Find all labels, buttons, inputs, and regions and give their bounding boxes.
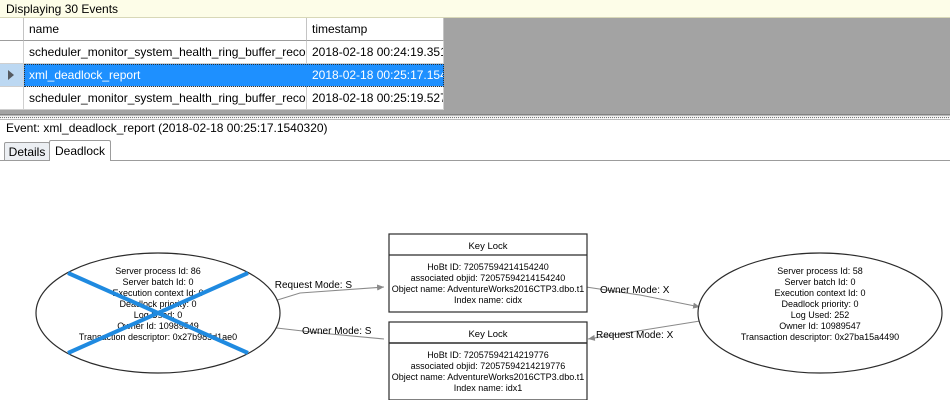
right-process-ellipse[interactable] bbox=[697, 252, 943, 374]
events-count-label: Displaying 30 Events bbox=[6, 2, 119, 16]
bottom-key-lock-node[interactable]: Key Lock HoBt ID: 72057594214219776 asso… bbox=[388, 321, 588, 400]
grid-header-name[interactable]: name bbox=[24, 18, 307, 41]
deadlock-graph-panel[interactable]: Request Mode: S Owner Mode: X Owner Mode… bbox=[0, 160, 950, 400]
tab-details[interactable]: Details bbox=[4, 142, 50, 161]
edge-right-request-label: Request Mode: X bbox=[596, 330, 674, 341]
left-process-line-5: Owner Id: 10989549 bbox=[117, 321, 199, 331]
deadlock-graph-canvas[interactable]: Request Mode: S Owner Mode: X Owner Mode… bbox=[0, 161, 950, 400]
row-selector[interactable] bbox=[0, 41, 24, 64]
right-process-line-0: Server process Id: 58 bbox=[777, 266, 863, 276]
left-process-line-3: Deadlock priority: 0 bbox=[119, 299, 196, 309]
left-process-node[interactable]: Server process Id: 86 Server batch Id: 0… bbox=[35, 252, 281, 374]
edge-right-owner: Owner Mode: X bbox=[585, 285, 701, 309]
right-process-node[interactable]: Server process Id: 58 Server batch Id: 0… bbox=[697, 252, 943, 374]
row-selector[interactable] bbox=[0, 87, 24, 110]
grid-header-selector bbox=[0, 18, 24, 41]
bottom-key-lock-line-1: associated objid: 72057594214219776 bbox=[411, 361, 566, 371]
blue-cross-victim-icon bbox=[67, 271, 249, 355]
edge-right-request-line bbox=[587, 320, 701, 341]
tab-deadlock-label: Deadlock bbox=[54, 144, 106, 158]
cell-timestamp[interactable]: 2018-02-18 00:25:19.5276859 bbox=[307, 87, 444, 110]
cell-timestamp[interactable]: 2018-02-18 00:24:19.3516078 bbox=[307, 41, 444, 64]
right-process-line-5: Owner Id: 10989547 bbox=[779, 321, 861, 331]
edge-right-request: Request Mode: X bbox=[587, 320, 701, 341]
right-process-line-3: Deadlock priority: 0 bbox=[781, 299, 858, 309]
top-key-lock-line-0: HoBt ID: 72057594214154240 bbox=[427, 262, 549, 272]
table-row-selected[interactable]: xml_deadlock_report 2018-02-18 00:25:17.… bbox=[0, 64, 950, 87]
edge-left-owner-label: Owner Mode: S bbox=[302, 326, 372, 337]
edge-left-request-label: Request Mode: S bbox=[275, 280, 353, 291]
bottom-key-lock-frame[interactable] bbox=[388, 321, 588, 400]
table-row[interactable]: scheduler_monitor_system_health_ring_buf… bbox=[0, 41, 950, 64]
top-key-lock-node[interactable]: Key Lock HoBt ID: 72057594214154240 asso… bbox=[388, 233, 588, 313]
bottom-key-lock-line-0: HoBt ID: 72057594214219776 bbox=[427, 350, 549, 360]
bottom-key-lock-line-2: Object name: AdventureWorks2016CTP3.dbo.… bbox=[392, 372, 584, 382]
bottom-key-lock-title: Key Lock bbox=[468, 329, 507, 340]
right-process-line-6: Transaction descriptor: 0x27ba15a4490 bbox=[741, 332, 899, 342]
left-process-line-1: Server batch Id: 0 bbox=[122, 277, 193, 287]
edge-left-owner: Owner Mode: S bbox=[267, 324, 385, 340]
top-key-lock-line-3: Index name: cidx bbox=[454, 295, 523, 305]
edge-right-owner-line bbox=[585, 286, 701, 309]
edge-left-owner-line bbox=[267, 324, 385, 340]
active-tab-seam bbox=[50, 161, 110, 162]
detail-tabstrip: Details Deadlock bbox=[0, 140, 950, 161]
right-process-line-2: Execution context Id: 0 bbox=[774, 288, 865, 298]
right-process-line-1: Server batch Id: 0 bbox=[784, 277, 855, 287]
events-count-bar: Displaying 30 Events bbox=[0, 0, 950, 18]
bottom-key-lock-line-3: Index name: idx1 bbox=[454, 383, 523, 393]
events-grid[interactable]: name timestamp scheduler_monitor_system_… bbox=[0, 18, 950, 115]
top-key-lock-frame[interactable] bbox=[388, 233, 588, 313]
row-selector[interactable] bbox=[0, 64, 24, 87]
right-process-line-4: Log Used: 252 bbox=[791, 310, 850, 320]
table-row[interactable]: scheduler_monitor_system_health_ring_buf… bbox=[0, 87, 950, 110]
cell-name[interactable]: scheduler_monitor_system_health_ring_buf… bbox=[24, 87, 307, 110]
cell-name[interactable]: xml_deadlock_report bbox=[24, 64, 307, 87]
left-process-line-2: Execution context Id: 0 bbox=[112, 288, 203, 298]
grid-header-row: name timestamp bbox=[0, 18, 950, 41]
top-key-lock-title: Key Lock bbox=[468, 241, 507, 252]
edge-right-owner-label: Owner Mode: X bbox=[600, 285, 670, 296]
tab-deadlock[interactable]: Deadlock bbox=[49, 140, 111, 161]
row-selector-triangle-icon bbox=[8, 70, 14, 80]
cell-timestamp[interactable]: 2018-02-18 00:25:17.1540320 bbox=[307, 64, 444, 87]
top-key-lock-line-2: Object name: AdventureWorks2016CTP3.dbo.… bbox=[392, 284, 584, 294]
left-process-line-6: Transaction descriptor: 0x27b985d1ae0 bbox=[79, 332, 237, 342]
tab-details-label: Details bbox=[8, 145, 46, 159]
cell-name[interactable]: scheduler_monitor_system_health_ring_buf… bbox=[24, 41, 307, 64]
grid-header-timestamp[interactable]: timestamp bbox=[307, 18, 444, 41]
event-detail-title: Event: xml_deadlock_report (2018-02-18 0… bbox=[6, 121, 328, 135]
horizontal-splitter[interactable] bbox=[0, 115, 950, 120]
left-process-line-0: Server process Id: 86 bbox=[115, 266, 201, 276]
top-key-lock-line-1: associated objid: 72057594214154240 bbox=[411, 273, 566, 283]
